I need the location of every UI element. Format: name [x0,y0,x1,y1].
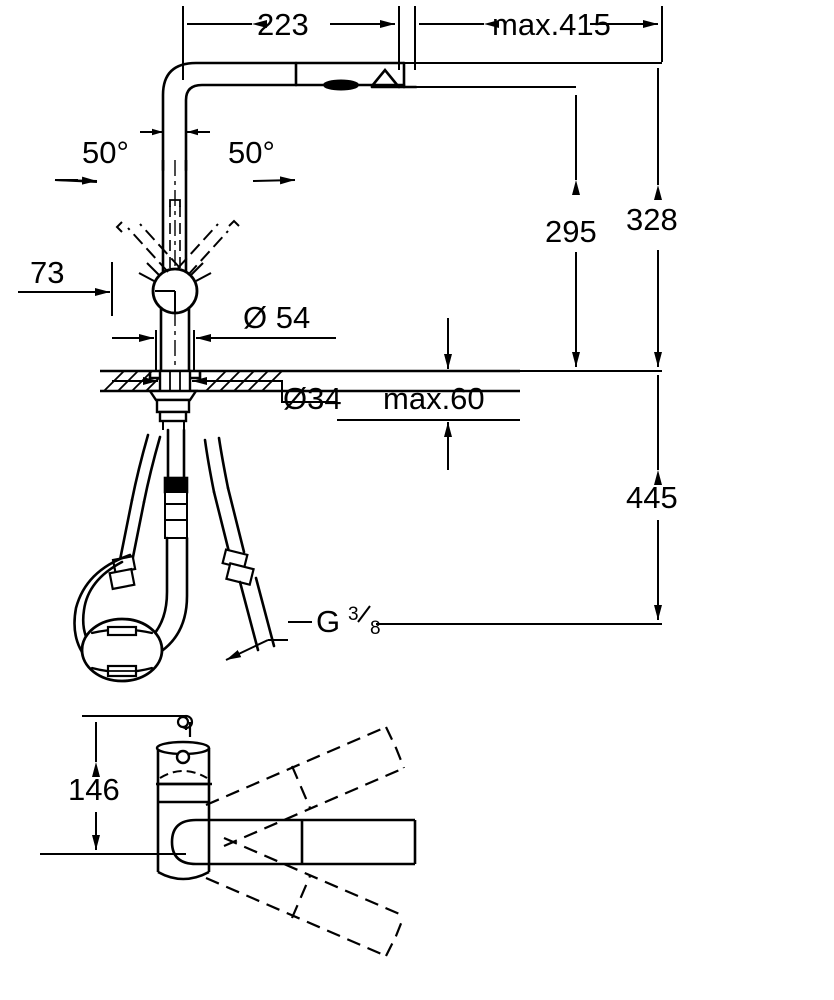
thread-callout [225,621,312,661]
dim-label-223: 223 [257,7,309,42]
lever-dash-left-a [127,227,169,273]
plan-spout-centre [170,818,417,866]
dim-label-thread-denominator: 8 [370,618,381,639]
dim-label-max60: max.60 [383,381,485,416]
pivot-ray-ene [195,272,212,282]
plan-rot-up-divider [290,765,312,809]
dim-label-146: 146 [68,772,120,807]
dim-label-angle-right: 50° [228,135,275,170]
supply-hose-right-seg1 [212,490,232,558]
angle-leader-right-arrow [252,176,296,185]
lever-joint [115,199,240,315]
spout-outer-top [161,61,406,172]
dim-label-max415: max.415 [492,7,611,42]
nut-collar [158,410,188,423]
supply-hose-right-tail [238,580,260,652]
dim-label-445: 445 [626,480,678,515]
lever-dash-left-b [139,223,181,269]
lever-upright-hidden [169,200,181,268]
lever-cap-right [228,219,240,227]
hose-assembly [73,428,276,683]
supply-hose-left-seg2b [130,500,146,564]
lever-knob-circle [176,715,190,729]
counterweight [80,617,164,683]
dim-label-angle-left: 50° [82,135,129,170]
spout-inner-bottom [184,83,406,172]
hose-connector-upper [163,476,189,494]
hose-guide-outer [73,553,132,662]
spout-nozzle-triangle [370,67,400,88]
supply-fitting-right-lower [225,562,255,586]
supply-hose-right-seg1b [226,486,246,554]
plan-spout-elbow [170,818,197,866]
plan-lever-stub [176,714,194,737]
pivot-ray-ne [190,262,204,276]
spout-assembly [161,61,418,172]
thread-leader-arrow [225,639,269,661]
angle-dimension-left [54,176,98,185]
dimension-dia34 [112,377,337,403]
pivot-ray-wnw [138,272,155,282]
lever-pivot-ticks [138,262,212,313]
dim-label-dia54: Ø 54 [243,300,310,335]
spray-toggle-button [323,79,359,91]
dimension-dia54 [112,330,336,372]
weight-body [80,617,164,683]
plan-view: 146 [40,714,417,958]
washer-plate [147,389,199,402]
lever-arm-dashed-positions [127,223,229,276]
angle-leader-left-arrow [54,176,98,185]
lever-cap-left [115,221,123,233]
supply-hose-left-seg1 [130,433,150,502]
dim-label-73: 73 [30,255,64,290]
plan-rot-down-end [385,915,406,957]
dim-label-thread-numerator: 3 [348,604,359,625]
dim-leader-dia34 [268,380,337,403]
lever-dash-right-b [177,223,219,269]
supply-hose-right-tailb [254,576,276,648]
top-dimension-chain [182,6,663,80]
dim-label-dia34: Ø34 [283,381,342,416]
dim-label-328: 328 [626,202,678,237]
plan-hidden-cap-arc [159,770,208,779]
dimension-73 [18,262,113,316]
plan-rot-up-edge-a [205,725,387,807]
right-dimension-stack [376,62,662,625]
supply-hose-left-seg2 [118,498,134,562]
lever-end-caps [115,219,240,233]
fixing-nut-assembly [147,389,199,430]
weight-clamp-top [106,625,138,637]
lever-hidden-top [169,199,181,207]
plan-spout-rotated-down [205,836,406,958]
fixing-nut [155,398,191,414]
plan-rot-up-edge-b [223,766,405,848]
supply-hose-right-topb [217,436,230,490]
angle-dimension-right [252,176,296,185]
thread-fraction-slash [357,605,371,623]
dim-label-thread-G: G [316,604,340,639]
dimension-max60 [337,318,520,470]
plan-body-bottom-arc [157,870,210,881]
plan-body [155,740,212,881]
plan-rot-down-edge-a [205,876,387,958]
pivot-ray-nw [146,262,160,276]
supply-hose-right-top [203,438,216,494]
dim-label-295: 295 [545,214,597,249]
supply-fitting-left-lower [108,567,136,591]
plan-rot-up-end [385,726,406,769]
plan-spout-rotated-up [205,725,406,848]
dimension-146 [40,715,186,855]
plan-rot-down-edge-b [223,836,405,918]
lever-dash-right-a [187,230,229,276]
plan-lever-socket [175,749,191,765]
supply-hose-left-seg1b [142,435,162,504]
countertop-section [100,369,520,430]
plan-rot-down-divider [290,875,312,919]
hose-connector-mid [164,491,188,505]
